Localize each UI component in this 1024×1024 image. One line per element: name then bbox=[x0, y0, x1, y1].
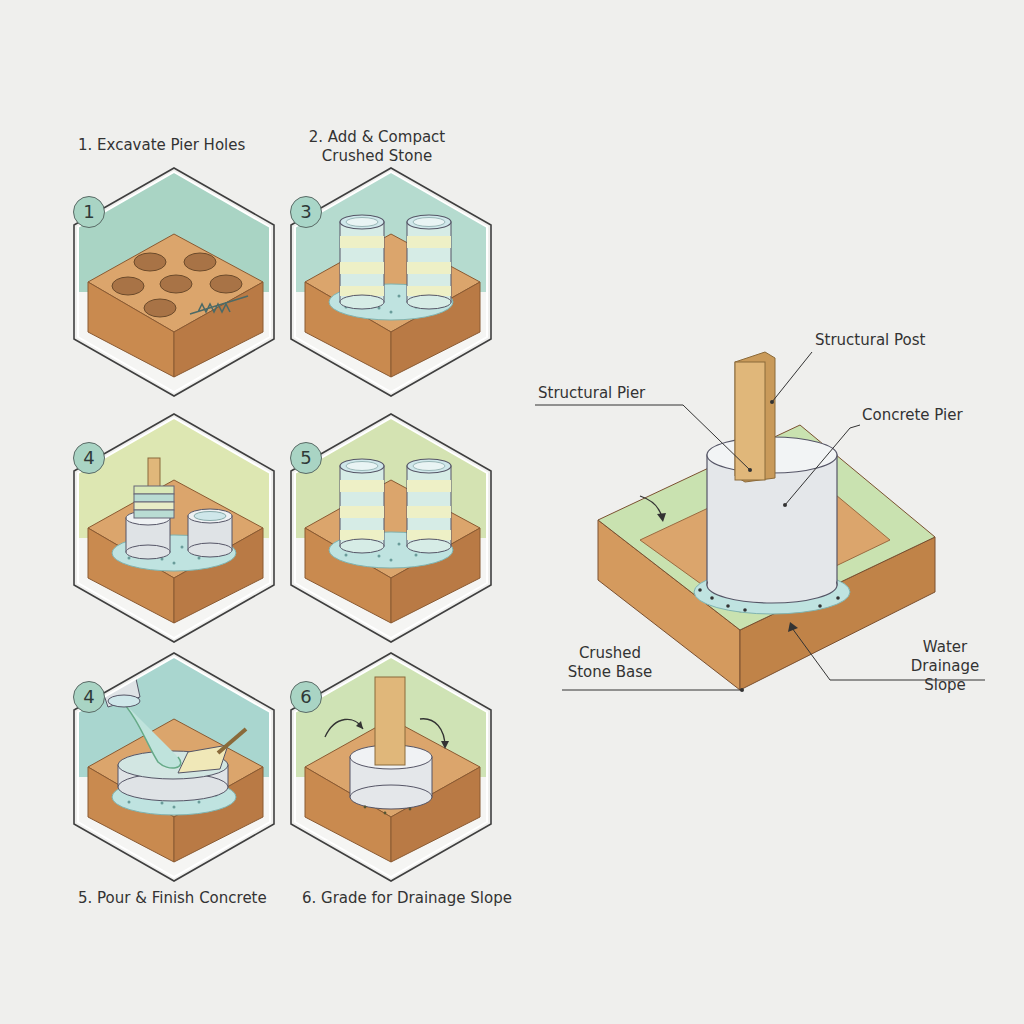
hexagon-outline bbox=[295, 657, 487, 877]
step-title: 1. Excavate Pier Holes bbox=[78, 136, 338, 155]
step-hexagon: 4 bbox=[78, 418, 270, 638]
step-scene bbox=[295, 657, 487, 877]
step-hexagon: 66. Grade for Drainage Slope bbox=[295, 657, 487, 877]
hexagon-outline bbox=[78, 657, 270, 877]
step-number: 4 bbox=[73, 681, 105, 713]
step-hexagon: 2. Add & Compact Crushed Stone3 bbox=[295, 172, 487, 392]
callout-label: Concrete Pier bbox=[862, 406, 1012, 425]
step-hexagon: 5 bbox=[295, 418, 487, 638]
callout-label: Structural Pier bbox=[538, 384, 688, 403]
step-scene bbox=[295, 418, 487, 638]
step-number: 6 bbox=[290, 681, 322, 713]
hexagon-outline bbox=[78, 172, 270, 392]
callout-label: Crushed Stone Base bbox=[555, 644, 665, 682]
step-number: 1 bbox=[73, 196, 105, 228]
step-number: 5 bbox=[290, 442, 322, 474]
step-title: 5. Pour & Finish Concrete bbox=[78, 889, 338, 908]
step-scene bbox=[78, 418, 270, 638]
callout-label: Structural Post bbox=[815, 331, 975, 350]
step-title: 2. Add & Compact Crushed Stone bbox=[297, 128, 457, 166]
step-title: 6. Grade for Drainage Slope bbox=[302, 889, 562, 908]
step-hexagon: 1. Excavate Pier Holes1 bbox=[78, 172, 270, 392]
hexagon-outline bbox=[295, 172, 487, 392]
step-scene bbox=[78, 657, 270, 877]
step-number: 4 bbox=[73, 442, 105, 474]
hexagon-outline bbox=[78, 418, 270, 638]
step-scene bbox=[78, 172, 270, 392]
callout-label: Water Drainage Slope bbox=[890, 638, 1000, 695]
step-number: 3 bbox=[290, 196, 322, 228]
step-scene bbox=[295, 172, 487, 392]
step-hexagon: 45. Pour & Finish Concrete bbox=[78, 657, 270, 877]
pier-detail bbox=[535, 352, 985, 692]
hexagon-outline bbox=[295, 418, 487, 638]
